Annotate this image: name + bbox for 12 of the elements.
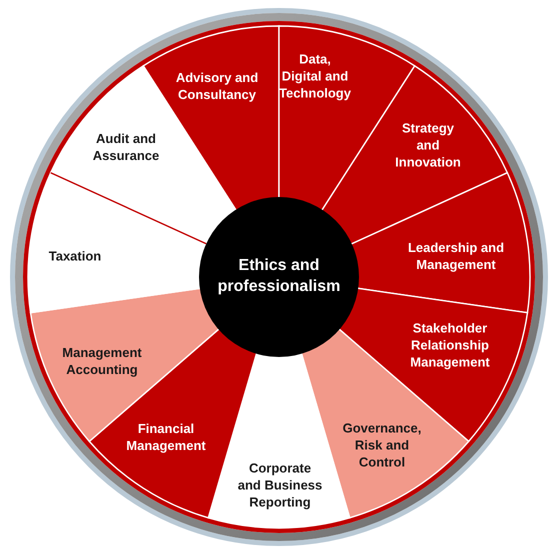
segment-label: Stakeholder Relationship Management [410, 320, 490, 372]
segment-label: Strategy and Innovation [394, 120, 462, 172]
segment-label: Financial Management [126, 421, 206, 455]
segment-label: Governance, Risk and Control [342, 420, 422, 472]
segment-label: Advisory and Consultancy [175, 70, 259, 104]
segment-label: Leadership and Management [407, 240, 505, 274]
center-label: Ethics and professionalism [217, 256, 341, 297]
segment-label: Corporate and Business Reporting [237, 460, 323, 512]
segment-label: Taxation [48, 248, 102, 266]
segment-label: Audit and Assurance [92, 131, 160, 165]
segment-label: Data, Digital and Technology [278, 52, 352, 102]
segment-label: Management Accounting [62, 345, 142, 379]
